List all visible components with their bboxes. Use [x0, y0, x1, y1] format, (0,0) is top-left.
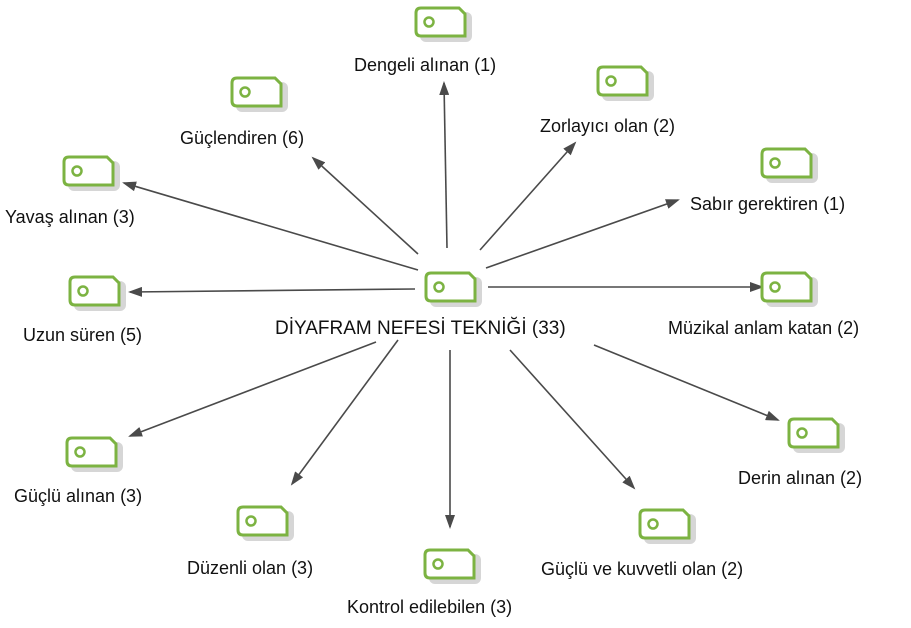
- code-tag-icon: [424, 271, 482, 307]
- edge-dengeli: [439, 81, 450, 249]
- edge-guclu-kuvvetli: [509, 349, 636, 490]
- node-label-guclendiren: Güçlendiren (6): [180, 128, 305, 148]
- node-label-dengeli: Dengeli alınan (1): [354, 55, 497, 75]
- node-label-uzun: Uzun süren (5): [23, 325, 143, 345]
- code-tag-icon: [423, 548, 481, 584]
- node-label-sabir: Sabır gerektiren (1): [690, 194, 846, 214]
- node-label-guclu-alinan: Güçlü alınan (3): [14, 486, 143, 506]
- code-tag-icon: [760, 147, 818, 183]
- code-tag-icon: [68, 275, 126, 311]
- code-tag-icon: [596, 65, 654, 101]
- edge-uzun: [128, 286, 416, 297]
- edge-derin: [593, 344, 780, 421]
- center-node-label: DİYAFRAM NEFESİ TEKNİĞİ (33): [275, 318, 566, 339]
- code-tag-icon: [760, 271, 818, 307]
- code-tag-icon: [230, 76, 288, 112]
- node-label-guclu-kuvvetli: Güçlü ve kuvvetli olan (2): [541, 559, 744, 579]
- node-label-yavas: Yavaş alınan (3): [5, 207, 135, 227]
- code-tag-icon: [236, 505, 294, 541]
- edge-duzenli: [290, 339, 399, 486]
- node-label-duzenli: Düzenli olan (3): [187, 558, 314, 578]
- code-tag-icon: [65, 436, 123, 472]
- node-label-zorlayici: Zorlayıcı olan (2): [540, 116, 676, 136]
- code-tag-icon: [638, 508, 696, 544]
- code-tag-icon: [414, 6, 472, 42]
- edge-yavas: [122, 181, 419, 271]
- edge-guclu-alinan: [128, 341, 377, 437]
- node-label-derin: Derin alınan (2): [738, 468, 863, 488]
- node-label-kontrol: Kontrol edilebilen (3): [347, 597, 513, 617]
- edge-zorlayici: [479, 141, 577, 251]
- edge-sabir: [485, 199, 680, 269]
- edge-guclendiren: [311, 156, 419, 255]
- code-tag-icon: [62, 155, 120, 191]
- code-tag-icon: [787, 417, 845, 453]
- node-label-muzikal: Müzikal anlam katan (2): [668, 318, 860, 338]
